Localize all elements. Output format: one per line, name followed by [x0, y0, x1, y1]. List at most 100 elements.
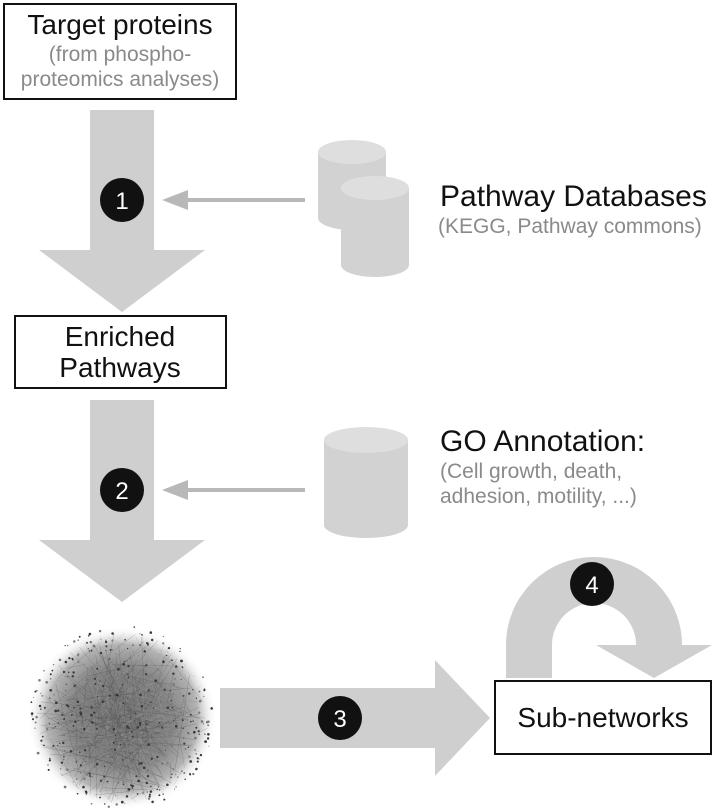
network-node	[172, 693, 175, 695]
network-node	[64, 675, 67, 678]
network-node	[88, 650, 91, 652]
network-node	[115, 732, 117, 734]
network-node	[83, 749, 87, 752]
network-node	[104, 640, 108, 644]
network-node	[174, 725, 178, 728]
step-number-2: 2	[115, 478, 128, 505]
network-node	[92, 644, 96, 648]
network-node	[180, 659, 183, 663]
network-edge	[59, 763, 144, 767]
network-edge	[125, 671, 175, 688]
network-node	[40, 692, 42, 694]
network-node	[138, 643, 142, 647]
network-edge	[94, 699, 97, 798]
network-node	[66, 644, 69, 647]
network-node	[130, 730, 133, 733]
network-node	[53, 694, 55, 696]
network-edge	[58, 664, 153, 779]
network-node	[50, 678, 52, 680]
network-edge	[148, 648, 196, 678]
network-edge	[83, 728, 203, 779]
network-node	[112, 741, 115, 744]
network-node	[188, 692, 191, 695]
network-node	[124, 802, 126, 804]
network-edge	[151, 664, 177, 779]
network-edge	[80, 668, 153, 735]
network-edge	[93, 687, 124, 726]
network-node	[89, 775, 91, 777]
network-node	[76, 778, 78, 780]
network-node	[202, 723, 205, 725]
network-node	[146, 642, 149, 645]
network-node	[64, 644, 66, 647]
network-edge	[106, 662, 116, 671]
network-node	[142, 766, 146, 770]
network-node	[140, 761, 143, 765]
network-edge	[89, 719, 147, 750]
network-node	[77, 639, 79, 641]
step-badge-4: 4	[570, 562, 614, 606]
network-edge	[70, 687, 191, 755]
network-edge	[58, 642, 101, 678]
network-node	[145, 723, 148, 726]
step-badge-3: 3	[318, 696, 362, 740]
network-node	[202, 676, 204, 679]
network-node	[62, 741, 65, 745]
network-edge	[148, 723, 197, 736]
pathway-database-icon	[318, 140, 409, 277]
enriched-pathways-line1: Enriched	[65, 321, 176, 352]
network-node	[73, 706, 75, 709]
network-node	[76, 714, 78, 716]
network-edge	[59, 648, 126, 712]
network-node	[72, 781, 74, 783]
network-edge	[106, 684, 109, 742]
network-edge	[66, 674, 161, 751]
network-edge	[45, 723, 72, 747]
network-node	[137, 775, 139, 778]
go-annotation-title: GO Annotation:	[440, 425, 645, 458]
network-node	[93, 711, 96, 714]
network-node	[71, 675, 75, 678]
network-node	[68, 657, 71, 660]
network-node	[123, 661, 125, 663]
network-edge	[144, 744, 164, 756]
network-node	[63, 755, 65, 758]
network-node	[145, 781, 149, 785]
network-node	[187, 732, 189, 734]
network-node	[90, 802, 93, 805]
network-node	[101, 700, 105, 704]
network-node	[129, 718, 131, 720]
network-node	[106, 780, 109, 783]
network-node	[134, 720, 136, 722]
network-edge	[112, 721, 178, 729]
network-node	[96, 667, 99, 670]
network-node	[169, 689, 172, 692]
network-node	[189, 713, 192, 716]
network-node	[172, 768, 175, 770]
network-edge	[169, 660, 204, 702]
network-node	[122, 776, 125, 779]
enriched-pathways-line2: Pathways	[59, 352, 180, 383]
network-node	[87, 648, 89, 650]
network-edge	[61, 684, 97, 733]
network-edge	[108, 682, 114, 738]
network-node	[139, 724, 142, 726]
network-edge	[124, 755, 157, 796]
network-node	[109, 658, 111, 660]
go-annotation-subtitle-line2: adhesion, motility, ...)	[440, 485, 637, 508]
network-node	[166, 783, 169, 787]
network-node	[175, 773, 177, 776]
network-node	[158, 789, 161, 791]
network-edge	[77, 718, 182, 766]
network-node	[113, 748, 116, 751]
network-edge	[130, 663, 186, 786]
network-node	[170, 699, 172, 702]
network-node	[111, 649, 114, 651]
network-node	[74, 720, 77, 724]
network-node	[123, 689, 125, 691]
network-edge	[134, 696, 171, 719]
network-node	[184, 778, 186, 780]
network-node	[203, 695, 205, 698]
network-node	[179, 727, 181, 729]
network-node	[63, 785, 67, 789]
